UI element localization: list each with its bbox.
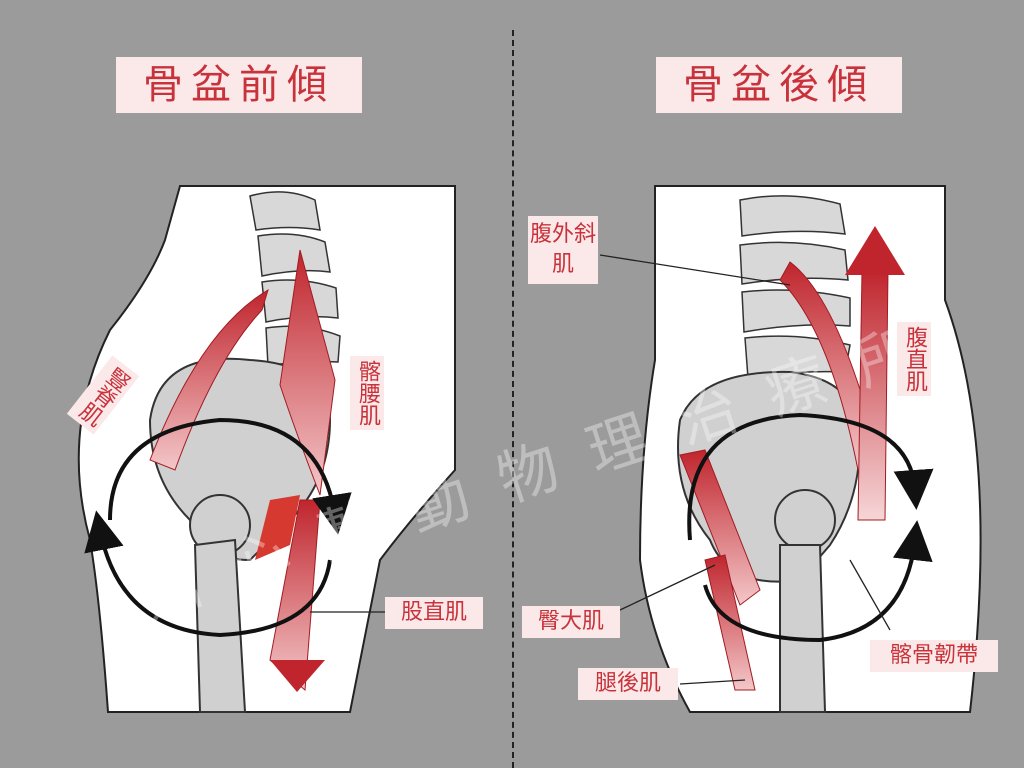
- left-rotation-arrow-lower: [84, 510, 332, 638]
- right-spine: [739, 195, 851, 379]
- left-rectus-arrow-head: [270, 660, 325, 692]
- panel-divider: [512, 30, 514, 768]
- right-hamstrings-muscle: [704, 554, 756, 691]
- right-gluteus-muscle: [679, 449, 761, 606]
- right-external-oblique-muscle: [779, 261, 881, 471]
- leader-gluteus: [619, 564, 716, 611]
- leader-iliofemoral: [849, 559, 891, 631]
- label-rectus-femoris: 股直肌: [385, 597, 483, 629]
- label-iliofemoral-ligament: 髂骨韌帶: [870, 640, 998, 672]
- label-gluteus-maximus: 臀大肌: [522, 606, 620, 638]
- right-rotation-arrow: [687, 412, 934, 541]
- leader-external-oblique: [599, 254, 791, 286]
- left-iliopsoas-pad: [255, 495, 300, 560]
- title-posterior-tilt: 骨盆後傾: [656, 57, 902, 113]
- label-iliopsoas: 髂腰肌: [350, 356, 384, 430]
- right-rotation-arrow-lower: [703, 520, 933, 643]
- leader-hamstrings: [679, 679, 746, 685]
- right-rectus-arrow-head: [845, 226, 905, 275]
- title-anterior-tilt: 骨盆前傾: [116, 57, 362, 113]
- label-rectus-abdominis: 腹直肌: [897, 322, 931, 396]
- left-rotation-arrow: [108, 417, 352, 535]
- label-external-oblique: 腹外斜肌: [528, 216, 598, 284]
- label-hamstrings: 腿後肌: [578, 668, 678, 700]
- left-erector-muscle: [149, 288, 269, 471]
